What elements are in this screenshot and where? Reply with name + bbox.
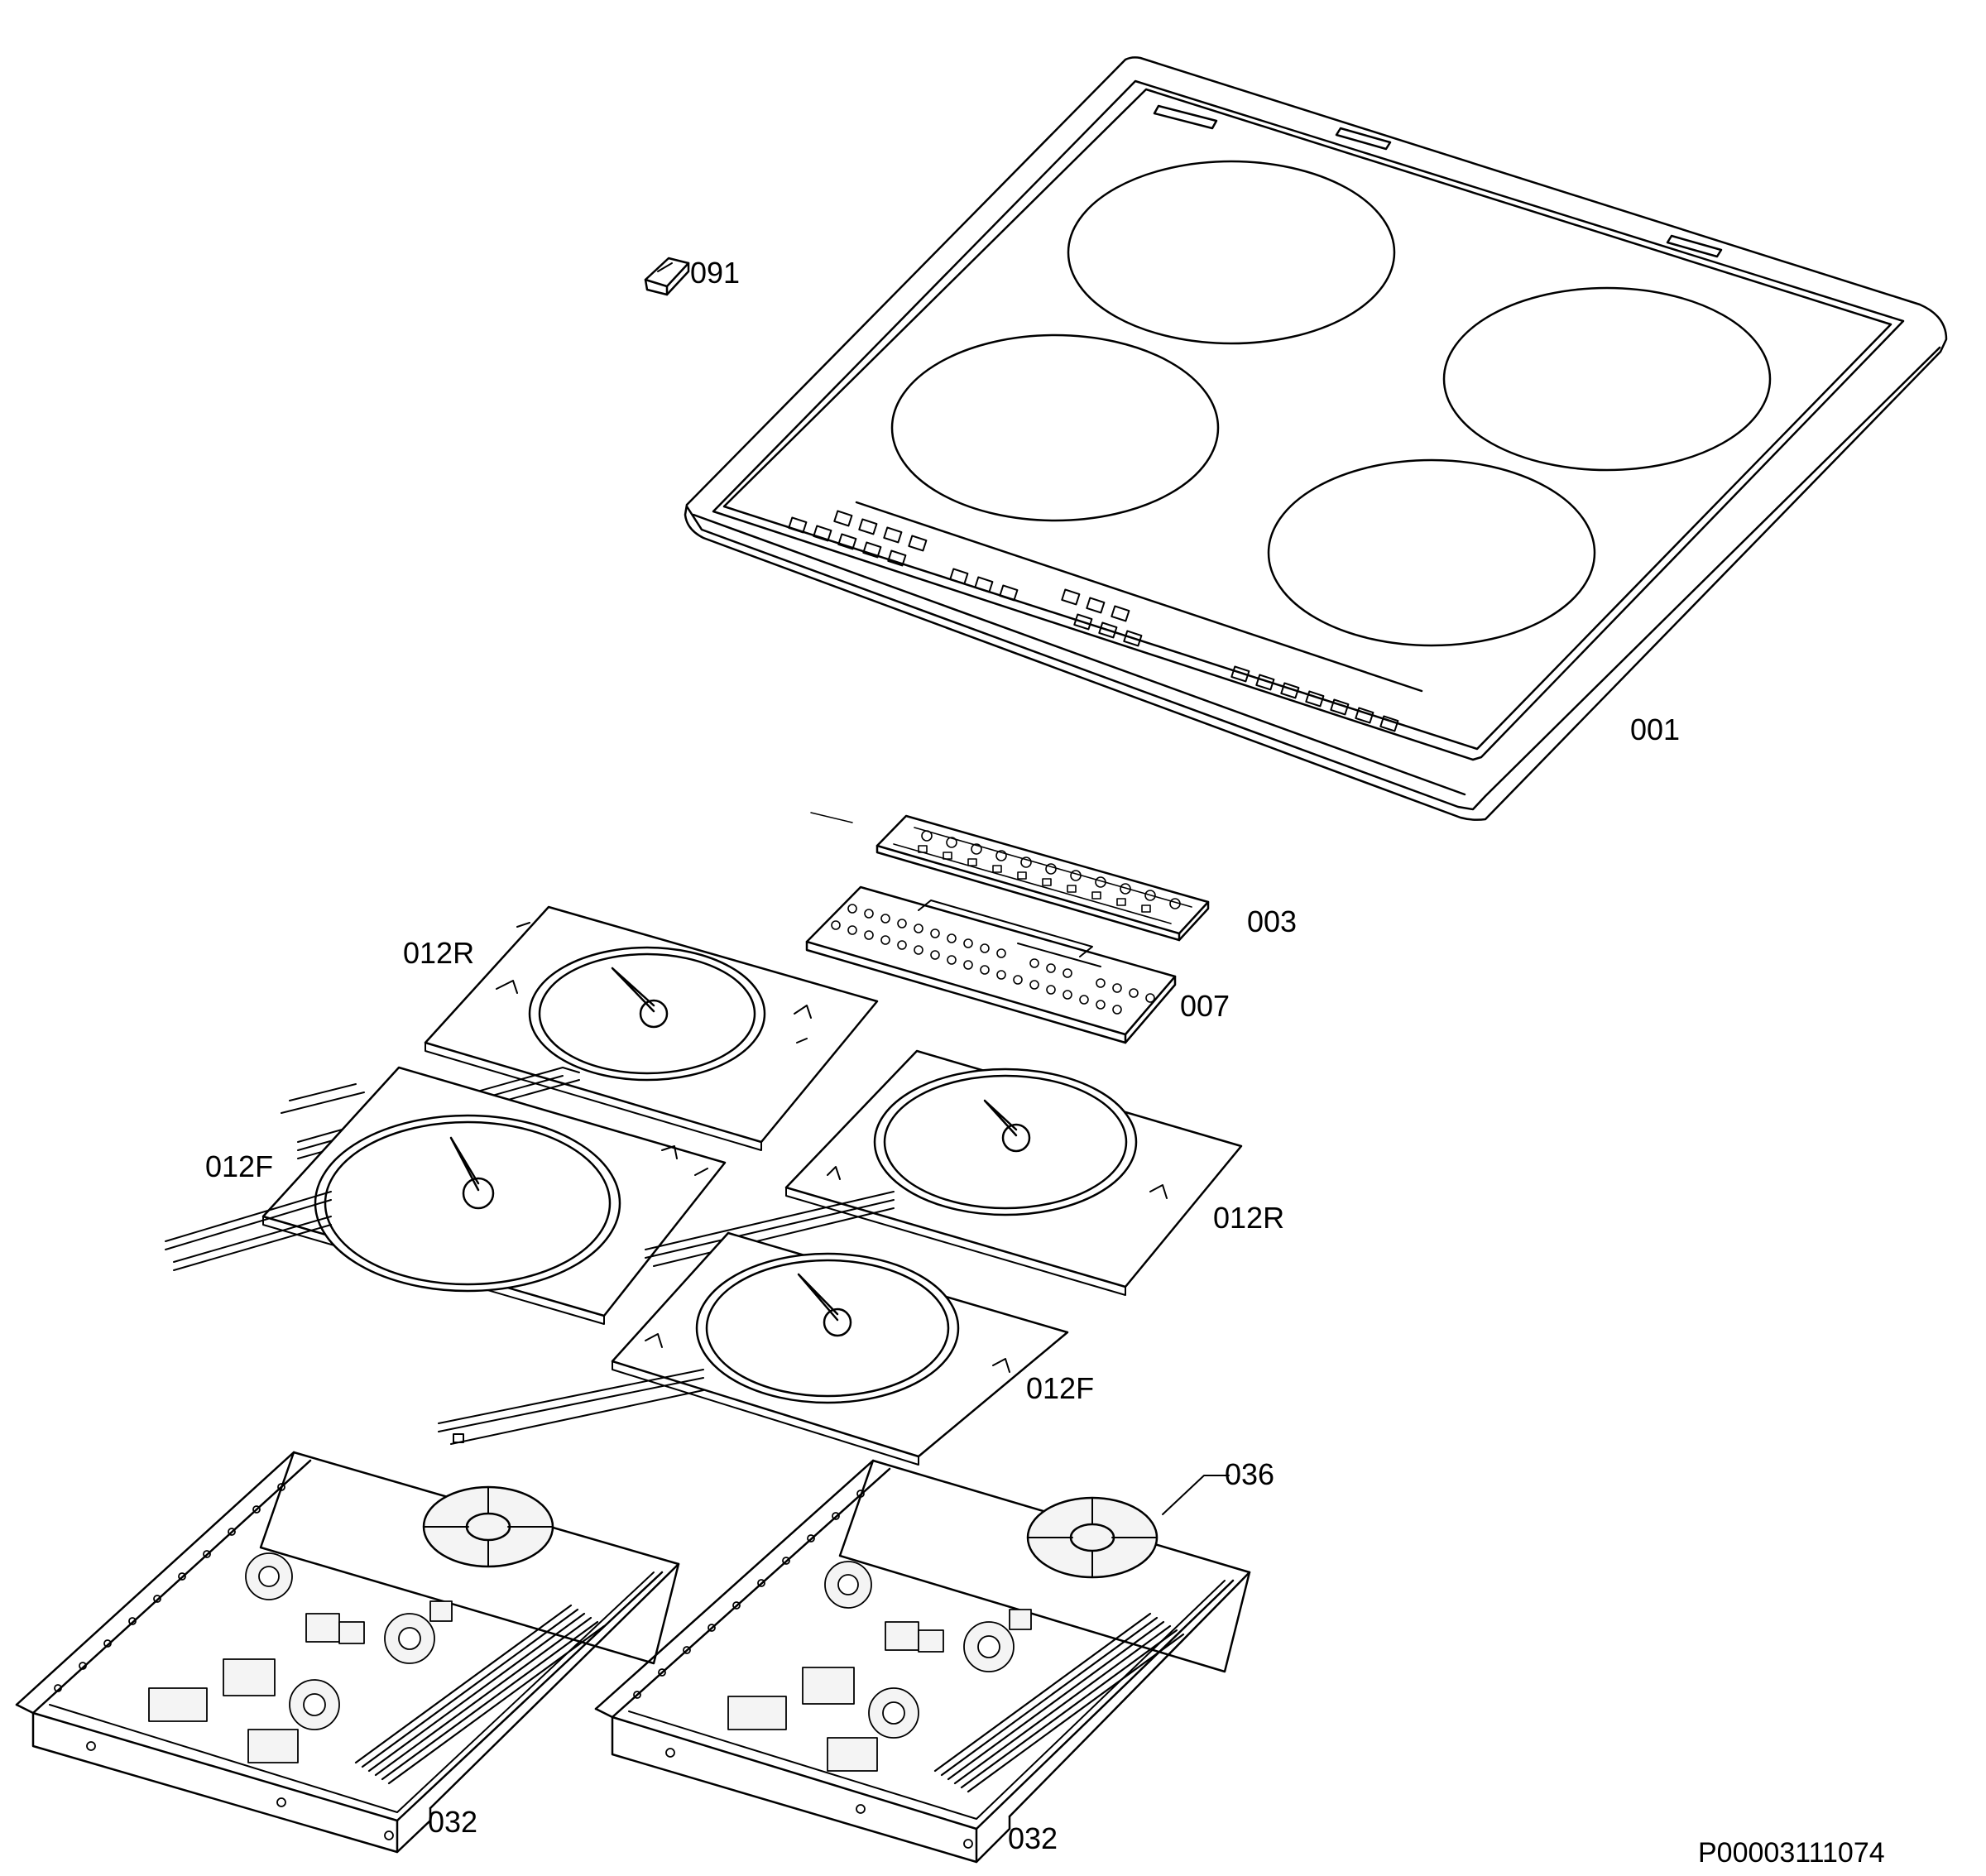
leader-036 xyxy=(1162,1475,1230,1515)
callout-001: 001 xyxy=(1630,712,1681,746)
callout-003: 003 xyxy=(1247,904,1298,938)
zone-front-left xyxy=(890,333,1220,522)
induction-coil-012f-right xyxy=(438,1231,1069,1466)
zone-front-right xyxy=(1267,458,1596,647)
power-module-032-left xyxy=(15,1451,680,1854)
callout-007: 007 xyxy=(1180,989,1230,1023)
hob-top-001 xyxy=(684,56,1948,821)
callout-012r-right: 012R xyxy=(1213,1201,1285,1235)
document-id: P00003111074 xyxy=(1698,1837,1885,1869)
callout-012r-left: 012R xyxy=(403,936,475,970)
clip-091 xyxy=(644,257,690,296)
induction-coil-012r-right xyxy=(645,1049,1243,1296)
control-board-003 xyxy=(810,812,1210,942)
power-module-032-right xyxy=(594,1459,1251,1864)
zone-rear-left xyxy=(1067,160,1396,345)
callout-032-left: 032 xyxy=(428,1805,478,1839)
callout-012f-right: 012F xyxy=(1026,1371,1095,1405)
induction-coil-012f-left xyxy=(165,1066,727,1325)
callout-036: 036 xyxy=(1225,1457,1275,1491)
callout-032-right: 032 xyxy=(1008,1821,1058,1855)
callout-091: 091 xyxy=(690,256,741,290)
callout-012f-left: 012F xyxy=(205,1149,274,1183)
key-carrier-007 xyxy=(805,885,1177,1044)
zone-rear-right xyxy=(1442,286,1772,472)
